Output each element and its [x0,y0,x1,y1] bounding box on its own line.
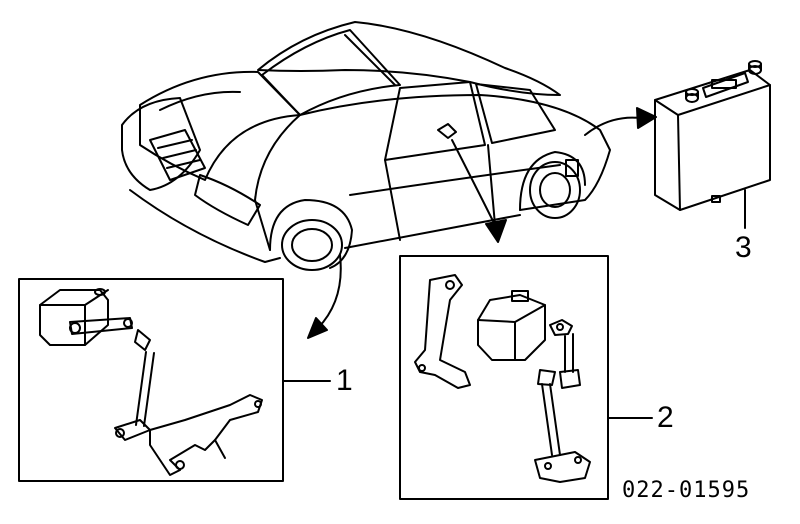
callout-2: 2 [657,401,674,434]
part-2-level-sensor [415,275,590,482]
control-module [655,61,770,210]
diagram-code: 022-01595 [622,478,751,503]
arrow-head-3 [637,108,656,128]
arrow-to-part-2 [452,140,495,225]
arrow-head-2 [486,220,506,242]
callout-3: 3 [735,231,752,264]
detail-box-part-2 [400,256,608,499]
car-illustration [122,22,610,270]
part-1-level-sensor [40,289,262,475]
arrow-head-1 [308,318,327,338]
callout-1: 1 [336,364,353,397]
arrow-to-part-3 [585,118,640,135]
arrow-to-part-1 [318,255,341,328]
